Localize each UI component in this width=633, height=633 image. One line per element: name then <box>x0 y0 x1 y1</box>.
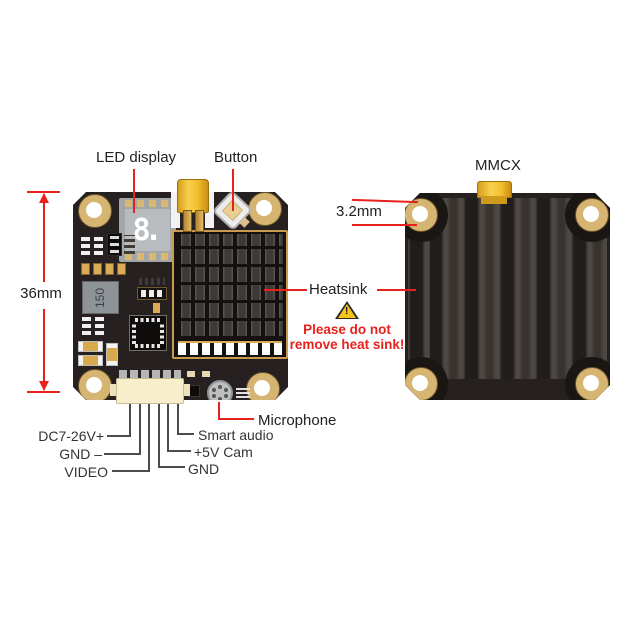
pin-label-gnd-right: GND <box>188 461 220 477</box>
callout-hole-diameter: 3.2mm <box>336 203 382 220</box>
pin-wire <box>148 404 150 472</box>
capacitor <box>106 343 118 366</box>
pin-label-gnd-left: GND – <box>59 446 102 462</box>
warning-icon: ! <box>335 301 359 319</box>
mmcx-pin <box>195 210 204 232</box>
callout-line-button <box>232 169 234 211</box>
microphone-holes <box>218 385 222 389</box>
dimension-line <box>43 194 45 282</box>
smd-pads <box>81 236 90 255</box>
led-pad-row <box>125 200 171 207</box>
smd-pads <box>82 316 91 335</box>
warning-text-line1: Please do not <box>303 322 391 337</box>
callout-microphone: Microphone <box>258 412 337 429</box>
mounting-hole <box>405 198 438 232</box>
pin-header <box>116 378 184 404</box>
mounting-hole <box>575 198 609 232</box>
solder-pad-row <box>81 263 126 275</box>
dimension-36mm-label: 36mm <box>14 285 68 302</box>
callout-line-led <box>133 169 135 213</box>
callout-line-mic-h <box>218 418 254 420</box>
via-dots <box>236 386 250 398</box>
qfn-pads <box>132 322 136 344</box>
connector-footprint <box>137 287 167 300</box>
qfn-pads <box>135 344 161 348</box>
pin-label-power: DC7-26V+ <box>38 428 104 444</box>
pin-wire <box>107 435 131 437</box>
solder-pad <box>149 290 154 297</box>
mounting-hole <box>248 192 282 226</box>
via-dots <box>139 278 165 285</box>
callout-line-heatsink-right <box>377 289 416 291</box>
smd-pads <box>187 371 217 377</box>
pin-label-smart-audio: Smart audio <box>198 427 274 443</box>
smd-pads <box>95 316 104 335</box>
arrow-down-icon <box>39 381 49 391</box>
warning-exclamation: ! <box>345 306 349 317</box>
callout-line-mic-v <box>218 402 220 420</box>
heatsink-warning: ! Please do not remove heat sink! <box>281 301 413 352</box>
qfn-chip <box>129 315 167 351</box>
solder-pad <box>93 263 102 275</box>
mmcx-pin <box>183 210 192 232</box>
solder-pad <box>81 263 90 275</box>
solder-pad <box>117 263 126 275</box>
via-dots <box>124 235 135 254</box>
callout-mmcx: MMCX <box>475 157 521 174</box>
pin-header-tab <box>184 384 190 396</box>
capacitor <box>78 341 103 352</box>
pin-wire <box>167 404 169 452</box>
pin-label-video: VIDEO <box>64 464 108 480</box>
callout-line-heatsink-left <box>264 289 307 291</box>
microphone <box>207 380 233 400</box>
pin-wire <box>167 450 191 452</box>
heatsink-solder-pads <box>178 341 282 355</box>
dimension-tick-bottom <box>27 391 60 393</box>
front-heatsink <box>172 230 288 359</box>
pin-wire <box>177 433 194 435</box>
pin-wire <box>129 404 131 437</box>
pin-wire <box>112 470 150 472</box>
solder-pad <box>105 263 114 275</box>
solder-pad <box>141 290 146 297</box>
pin-wire <box>177 404 179 435</box>
mounting-hole <box>246 372 280 400</box>
led-pad-row <box>125 253 171 260</box>
mmcx-connector-front <box>177 179 209 213</box>
pin-wire <box>158 404 160 468</box>
dimension-tick-top <box>27 191 60 193</box>
qfn-pads <box>160 322 164 344</box>
pin-wire <box>158 466 185 468</box>
capacitor <box>78 355 103 366</box>
callout-line-diameter-bottom <box>352 224 417 226</box>
mmcx-connector-base <box>481 196 507 204</box>
back-board <box>405 193 610 400</box>
inductor-marking: 150 <box>93 287 108 308</box>
callout-led-display: LED display <box>96 149 177 166</box>
callout-heatsink: Heatsink <box>309 281 368 298</box>
mounting-hole <box>575 367 609 400</box>
pin-header-tab <box>110 384 116 396</box>
smd-pads <box>94 236 103 255</box>
seven-segment-digit: 8. <box>132 212 162 248</box>
callout-button: Button <box>214 149 258 166</box>
qfn-pads <box>135 318 161 322</box>
mounting-hole <box>78 194 112 228</box>
pin-wire <box>139 404 141 455</box>
smd-chip <box>107 233 122 256</box>
heatsink-fin-grid <box>177 234 283 339</box>
dimension-line <box>43 309 45 390</box>
solder-pad <box>153 303 160 313</box>
solder-pad <box>157 290 162 297</box>
mounting-hole <box>405 367 438 400</box>
warning-text-line2: remove heat sink! <box>289 337 405 352</box>
inductor: 150 <box>82 281 119 314</box>
mounting-hole <box>78 369 112 400</box>
pin-header-pins <box>119 370 181 379</box>
arrow-up-icon <box>39 193 49 203</box>
pin-label-5v-cam: +5V Cam <box>194 444 253 460</box>
pin-wire <box>104 453 141 455</box>
